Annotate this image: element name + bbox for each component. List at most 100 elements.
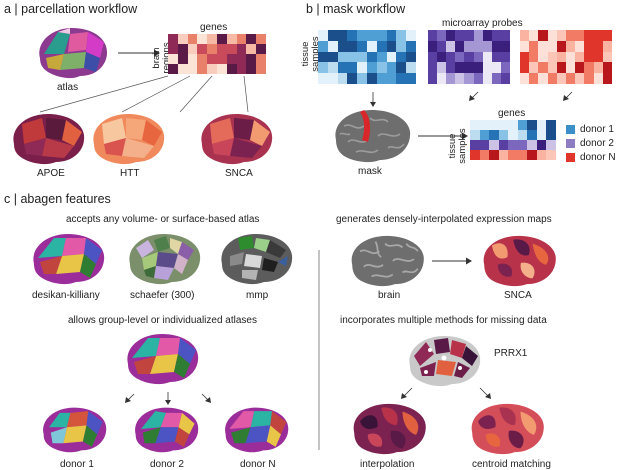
method-label: centroid matching — [472, 459, 551, 470]
heatmap-cell — [538, 62, 548, 74]
heatmap-cell — [473, 51, 483, 63]
heatmap-cell — [565, 30, 576, 41]
heatmap-cell — [584, 73, 594, 84]
panel-c-title: c | abagen features — [4, 192, 111, 206]
donor-label: donor 2 — [150, 459, 184, 470]
heatmap-cell — [428, 30, 438, 41]
heatmap-cell — [593, 40, 603, 52]
heatmap-cell — [575, 73, 585, 84]
heatmap-cell — [357, 73, 367, 84]
heatmap-cell — [437, 51, 447, 63]
divider — [318, 250, 320, 450]
heatmap-cell — [376, 40, 387, 52]
heatmap-cell — [386, 40, 397, 52]
heatmap-cell — [520, 73, 530, 84]
heatmap-cell — [386, 62, 397, 74]
donor-2-brain — [135, 407, 199, 453]
gene-region-heatmap — [168, 34, 266, 74]
heatmap-cell — [538, 51, 548, 63]
heatmap-cell — [197, 54, 208, 64]
heatmap-cell — [217, 34, 227, 44]
panel-b-title: b | mask workflow — [306, 2, 406, 16]
heatmap-cell — [479, 150, 490, 160]
heatmap-cell — [538, 30, 548, 41]
heatmap-cell — [437, 73, 447, 84]
dense-heading: generates densely-interpolated expressio… — [336, 214, 552, 225]
heatmap-cell — [177, 44, 188, 54]
heatmap-cell — [406, 40, 416, 52]
heatmap-cell — [470, 140, 480, 150]
accepts-heading: accepts any volume- or surface-based atl… — [66, 214, 260, 225]
heatmap-cell — [508, 130, 518, 140]
brain-label: APOE — [37, 168, 65, 179]
heatmap-cell — [584, 51, 594, 63]
heatmap-cell — [455, 73, 465, 84]
heatmap-cell — [470, 120, 480, 130]
interpolation-brain — [353, 403, 426, 455]
heatmap-cell — [527, 120, 537, 130]
desikan-brain — [33, 234, 105, 285]
heatmap-cell — [446, 51, 456, 63]
heatmap-cell — [168, 44, 178, 54]
heatmap-cell — [337, 73, 348, 84]
heatmap-cell — [500, 51, 510, 63]
heatmap-cell — [584, 30, 594, 41]
heatmap-cell — [529, 51, 539, 63]
heatmap-cell — [520, 62, 530, 74]
heatmap-cell — [428, 40, 438, 52]
heatmap-cell — [197, 44, 208, 54]
genes-label: genes — [498, 108, 526, 119]
heatmap-cell — [536, 150, 547, 160]
heatmap-cell — [446, 40, 456, 52]
donor-1-brain — [43, 407, 107, 453]
heatmap-cell — [376, 51, 387, 63]
heatmap-cell — [455, 40, 465, 52]
legend-item: donor 1 — [566, 124, 614, 135]
heatmap-cell — [446, 73, 456, 84]
heatmap-cell — [593, 62, 603, 74]
heatmap-cell — [491, 30, 501, 41]
heatmap-cell — [246, 54, 257, 64]
heatmap-cell — [347, 51, 358, 63]
heatmap-cell — [547, 73, 557, 84]
heatmap-cell — [428, 51, 438, 63]
centroid-matching-brain — [471, 403, 544, 455]
heatmap-cell — [464, 51, 474, 63]
heatmap-cell — [536, 130, 547, 140]
arrow-icon — [118, 49, 160, 57]
heatmap-cell — [547, 30, 557, 41]
heatmap-cell — [246, 34, 257, 44]
heatmap-cell — [498, 140, 509, 150]
heatmap-cell — [367, 73, 377, 84]
heatmap-cell — [547, 62, 557, 74]
heatmap-cell — [256, 54, 266, 64]
heatmap-cell — [318, 40, 328, 52]
heatmap-cell — [187, 44, 198, 54]
heatmap-cell — [347, 40, 358, 52]
heatmap-cell — [455, 62, 465, 74]
heatmap-cell — [498, 120, 509, 130]
heatmap-cell — [565, 40, 576, 52]
panel-a-title: a | parcellation workflow — [4, 2, 138, 16]
mmp-brain — [221, 234, 293, 285]
heatmap-cell — [547, 40, 557, 52]
heatmap-cell — [520, 51, 530, 63]
heatmap-cell — [470, 130, 480, 140]
heatmap-cell — [575, 30, 585, 41]
heatmap-cell — [482, 30, 492, 41]
heatmap-cell — [508, 120, 518, 130]
brain-label: HTT — [120, 168, 140, 179]
heatmap-cell — [187, 34, 198, 44]
atlas-label: atlas — [57, 82, 79, 93]
heatmap-cell — [367, 51, 377, 63]
heatmap-cell — [529, 30, 539, 41]
heatmap-cell — [168, 54, 178, 64]
heatmap-cell — [546, 120, 556, 130]
htt-brain — [93, 114, 165, 165]
heatmap-cell — [546, 130, 556, 140]
atlas-brain — [39, 28, 108, 79]
method-label: interpolation — [360, 459, 415, 470]
heatmap-cell — [396, 30, 407, 41]
